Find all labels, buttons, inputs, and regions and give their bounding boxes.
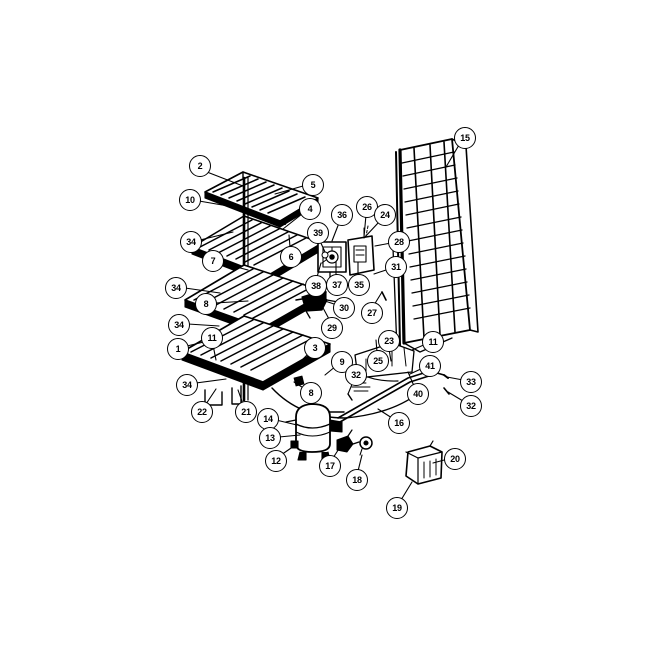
callout-34[interactable]: 34 [165, 277, 187, 299]
callout-6[interactable]: 6 [280, 246, 302, 268]
callout-16[interactable]: 16 [388, 412, 410, 434]
leader-10 [198, 200, 229, 207]
callout-11[interactable]: 11 [201, 327, 223, 349]
callout-34[interactable]: 34 [180, 231, 202, 253]
callout-21[interactable]: 21 [235, 401, 257, 423]
leader-5 [274, 185, 304, 195]
shelf-top [204, 171, 319, 228]
leader-29 [321, 305, 330, 320]
callout-11[interactable]: 11 [422, 331, 444, 353]
leader-6 [288, 234, 291, 248]
callout-24[interactable]: 24 [374, 204, 396, 226]
leader-19 [400, 481, 413, 501]
callout-31[interactable]: 31 [385, 256, 407, 278]
leader-34 [195, 378, 227, 384]
condenser-coil-panel [395, 138, 479, 346]
leader-4 [282, 213, 303, 230]
callout-28[interactable]: 28 [388, 231, 410, 253]
callout-8[interactable]: 8 [300, 382, 322, 404]
relay-overload [336, 429, 373, 456]
callout-32[interactable]: 32 [345, 364, 367, 386]
leader-24 [363, 221, 380, 239]
leader-26 [363, 214, 367, 238]
callout-20[interactable]: 20 [444, 448, 466, 470]
leader-34 [199, 231, 234, 241]
callout-40[interactable]: 40 [407, 383, 429, 405]
callout-10[interactable]: 10 [179, 189, 201, 211]
callout-12[interactable]: 12 [265, 450, 287, 472]
leader-18 [357, 454, 363, 472]
callout-3[interactable]: 3 [304, 337, 326, 359]
compressor [285, 403, 345, 461]
callout-41[interactable]: 41 [419, 355, 441, 377]
callout-34[interactable]: 34 [168, 314, 190, 336]
leader-22 [205, 388, 217, 405]
grommet-12 [290, 440, 299, 449]
callout-35[interactable]: 35 [348, 274, 370, 296]
callout-30[interactable]: 30 [333, 297, 355, 319]
leader-14 [275, 419, 298, 426]
callout-29[interactable]: 29 [321, 317, 343, 339]
control-box-assembly [317, 225, 375, 287]
callout-5[interactable]: 5 [302, 174, 324, 196]
callout-4[interactable]: 4 [299, 198, 321, 220]
callout-39[interactable]: 39 [307, 222, 329, 244]
leader-34 [187, 323, 220, 327]
callout-2[interactable]: 2 [189, 155, 211, 177]
callout-18[interactable]: 18 [346, 469, 368, 491]
callout-1[interactable]: 1 [167, 338, 189, 360]
screw-27 [381, 291, 387, 301]
callout-26[interactable]: 26 [356, 196, 378, 218]
callout-13[interactable]: 13 [259, 427, 281, 449]
callout-8[interactable]: 8 [195, 293, 217, 315]
callout-38[interactable]: 38 [305, 275, 327, 297]
callout-7[interactable]: 7 [202, 250, 224, 272]
callout-27[interactable]: 27 [361, 302, 383, 324]
callout-37[interactable]: 37 [326, 274, 348, 296]
callout-36[interactable]: 36 [331, 204, 353, 226]
screw-32 [443, 387, 450, 395]
callout-34[interactable]: 34 [176, 374, 198, 396]
leader-15 [445, 144, 460, 168]
callout-32[interactable]: 32 [460, 395, 482, 417]
leader-36 [331, 222, 340, 242]
callout-22[interactable]: 22 [191, 401, 213, 423]
leader-8 [214, 300, 249, 304]
shelf-support-brackets [204, 385, 242, 406]
callout-15[interactable]: 15 [454, 127, 476, 149]
callout-17[interactable]: 17 [319, 455, 341, 477]
callout-25[interactable]: 25 [367, 350, 389, 372]
callout-19[interactable]: 19 [386, 497, 408, 519]
fan-motor-assembly [405, 440, 443, 485]
callout-23[interactable]: 23 [378, 330, 400, 352]
leader-34 [184, 287, 221, 294]
leader-38 [316, 262, 322, 278]
leader-7 [220, 262, 249, 271]
leader-2 [206, 171, 244, 187]
callout-33[interactable]: 33 [460, 371, 482, 393]
leader-13 [278, 434, 301, 438]
